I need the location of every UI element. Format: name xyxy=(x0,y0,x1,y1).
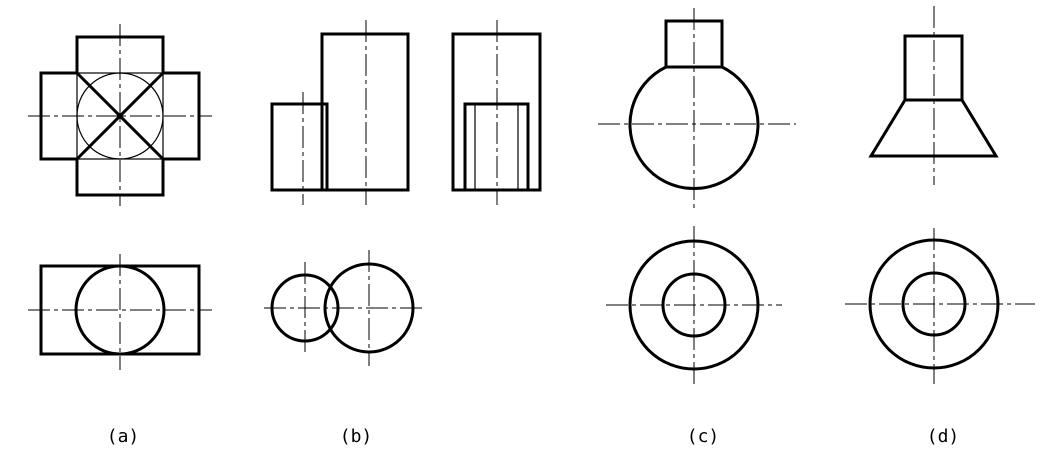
tall-block xyxy=(320,32,410,192)
drawing-c: (c) xyxy=(598,8,796,447)
drawing-b-side-view xyxy=(451,20,542,205)
drawing-d-front-view xyxy=(868,6,999,185)
drawing-d: (d) xyxy=(845,6,1035,447)
drawing-a-top-view xyxy=(28,254,212,370)
drawing-b: (b) xyxy=(264,20,542,447)
sphere-outline xyxy=(628,65,760,191)
diagonal-line-2 xyxy=(75,71,165,161)
drawing-c-top-view xyxy=(606,226,782,386)
drawing-b-top-view xyxy=(264,250,426,366)
drawing-c-front-view xyxy=(598,8,796,208)
frustum-outline xyxy=(868,98,999,158)
drawing-a: (a) xyxy=(28,24,212,447)
caption-c: (c) xyxy=(687,426,720,447)
small-block xyxy=(270,102,329,192)
drawing-d-top-view xyxy=(845,228,1035,384)
drawing-b-front-view xyxy=(270,20,410,205)
caption-d: (d) xyxy=(927,426,960,447)
drawing-a-front-view xyxy=(28,24,212,206)
caption-a: (a) xyxy=(107,426,140,447)
caption-b: (b) xyxy=(340,426,373,447)
